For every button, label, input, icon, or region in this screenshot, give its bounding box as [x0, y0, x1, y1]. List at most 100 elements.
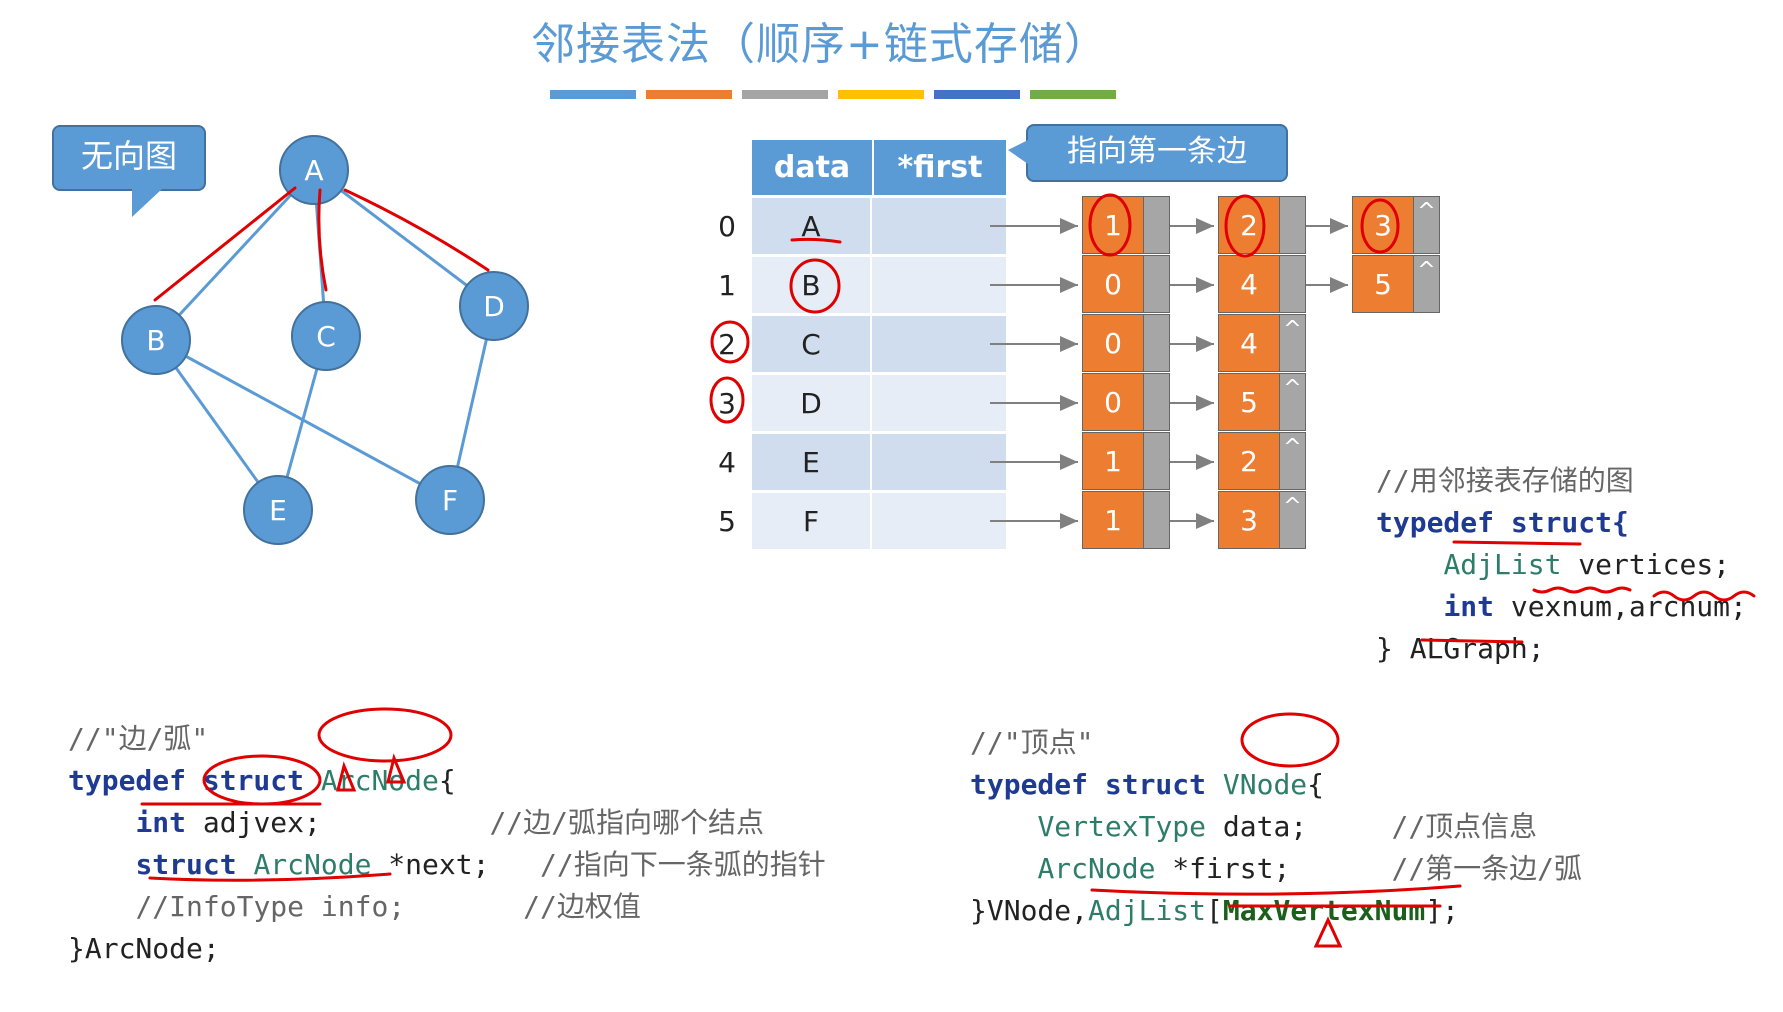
color-bar	[550, 90, 636, 99]
code-arcnode-next-comment: //指向下一条弧的指针	[540, 848, 826, 881]
code-vnode-comment: //"顶点"	[970, 726, 1094, 759]
code-algraph-line1: typedef struct{	[1376, 506, 1629, 539]
callout-undirected-graph: 无向图	[52, 125, 206, 217]
code-arcnode-type: ArcNode	[236, 848, 372, 881]
arc-adjvex: 1	[1083, 433, 1144, 489]
arc-next: ^	[1280, 374, 1305, 430]
code-vnode-data: data;	[1206, 810, 1308, 843]
row-index: 0	[718, 210, 736, 243]
code-arcnode-adjvex: adjvex;	[186, 806, 321, 839]
color-bar	[934, 90, 1020, 99]
code-algraph-vertices: vertices;	[1561, 548, 1731, 581]
graph-node-D: D	[459, 271, 529, 341]
code-arcnode-comment: //"边/弧"	[68, 722, 209, 755]
vertex-data-cell: C	[752, 316, 872, 372]
arc-node: 5^	[1218, 373, 1306, 431]
code-algraph-comment: //用邻接表存储的图	[1376, 464, 1634, 497]
graph-node-C: C	[291, 301, 361, 371]
row-index: 4	[718, 446, 736, 479]
color-bar	[838, 90, 924, 99]
vertex-data-cell: D	[752, 375, 872, 431]
arc-node: 3^	[1218, 491, 1306, 549]
code-vnode-first-comment: //第一条边/弧	[1391, 852, 1583, 885]
arc-next	[1144, 492, 1169, 548]
arc-node: 5^	[1352, 255, 1440, 313]
page-title: 邻接表法（顺序+链式存储）	[531, 19, 1109, 70]
arc-adjvex: 5	[1353, 256, 1414, 312]
row-index: 5	[718, 505, 736, 538]
arc-adjvex: 5	[1219, 374, 1280, 430]
arc-next	[1144, 315, 1169, 371]
arc-next	[1144, 433, 1169, 489]
code-vnode-arcnode: ArcNode	[1037, 852, 1156, 885]
code-arcnode-info-comment: //边权值	[523, 890, 641, 923]
code-vnode-end-a: }VNode,	[970, 894, 1089, 927]
code-vnode-bracket-open: [	[1206, 894, 1223, 927]
vertex-row: F	[752, 493, 1006, 549]
arc-node: 0	[1082, 373, 1170, 431]
color-bar	[742, 90, 828, 99]
graph-node-E: E	[243, 475, 313, 545]
color-bars	[550, 90, 1116, 99]
code-vnode-typedef: typedef struct	[970, 768, 1207, 801]
vertex-data-cell: A	[752, 198, 872, 254]
color-bar	[646, 90, 732, 99]
arc-node: 4	[1218, 255, 1306, 313]
code-arcnode-info: //InfoType info;	[135, 890, 406, 923]
arc-adjvex: 0	[1083, 256, 1144, 312]
arc-next: ^	[1414, 197, 1439, 253]
vertex-row: C	[752, 316, 1006, 372]
arc-next	[1144, 197, 1169, 253]
arc-next: ^	[1414, 256, 1439, 312]
code-arcnode: //"边/弧"typedef struct ArcNode{ int adjve…	[68, 676, 826, 1012]
vertex-row: E	[752, 434, 1006, 490]
callout-points-first-label: 指向第一条边	[1067, 134, 1247, 169]
arc-adjvex: 0	[1083, 315, 1144, 371]
vertex-data-cell: F	[752, 493, 872, 549]
arc-node: 2^	[1218, 432, 1306, 490]
arc-node: 1	[1082, 432, 1170, 490]
header-data: data	[752, 140, 872, 195]
code-arcnode-struct: struct	[135, 848, 237, 881]
pointer-arrows	[990, 218, 1348, 529]
arc-next	[1144, 374, 1169, 430]
graph-node-F: F	[415, 465, 485, 535]
arc-next: ^	[1280, 433, 1305, 489]
header-first: *first	[874, 140, 1006, 195]
code-algraph-adjlist: AdjList	[1443, 548, 1562, 581]
arc-adjvex: 1	[1083, 492, 1144, 548]
arc-adjvex: 2	[1219, 433, 1280, 489]
arc-next: ^	[1280, 315, 1305, 371]
graph-node-B: B	[121, 305, 191, 375]
arc-next: ^	[1280, 492, 1305, 548]
code-vnode-open: {	[1307, 768, 1325, 801]
arc-next	[1280, 256, 1305, 312]
arc-node: 0	[1082, 314, 1170, 372]
code-algraph-end: } ALGraph;	[1376, 632, 1545, 665]
code-arcnode-open: {	[438, 764, 456, 797]
code-vnode-name: VNode	[1222, 768, 1308, 801]
arc-next	[1280, 197, 1305, 253]
code-vnode-bracket-close: ];	[1425, 894, 1459, 927]
code-arcnode-int: int	[135, 806, 187, 839]
arc-next	[1144, 256, 1169, 312]
arc-adjvex: 3	[1219, 492, 1280, 548]
arc-node: 4^	[1218, 314, 1306, 372]
arc-adjvex: 0	[1083, 374, 1144, 430]
code-vnode-first: *first;	[1155, 852, 1291, 885]
arc-adjvex: 4	[1219, 315, 1280, 371]
code-arcnode-adjvex-comment: //边/弧指向哪个结点	[489, 806, 765, 839]
vertex-row: A	[752, 198, 1006, 254]
code-algraph: //用邻接表存储的图 typedef struct{ AdjList vertic…	[1376, 418, 1747, 712]
row-index: 1	[718, 269, 736, 302]
code-arcnode-end: }ArcNode;	[68, 932, 220, 965]
color-bar	[1030, 90, 1116, 99]
code-vnode: //"顶点"typedef struct VNode{ VertexType d…	[970, 680, 1582, 974]
vertex-row: D	[752, 375, 1006, 431]
code-arcnode-name: ArcNode	[320, 764, 439, 797]
vertex-data-cell: E	[752, 434, 872, 490]
code-arcnode-typedef: typedef struct	[68, 764, 305, 797]
code-arcnode-next: *next;	[371, 848, 490, 881]
code-vnode-maxvertexnum: MaxVertexNum	[1222, 894, 1426, 927]
code-vnode-data-comment: //顶点信息	[1391, 810, 1538, 843]
